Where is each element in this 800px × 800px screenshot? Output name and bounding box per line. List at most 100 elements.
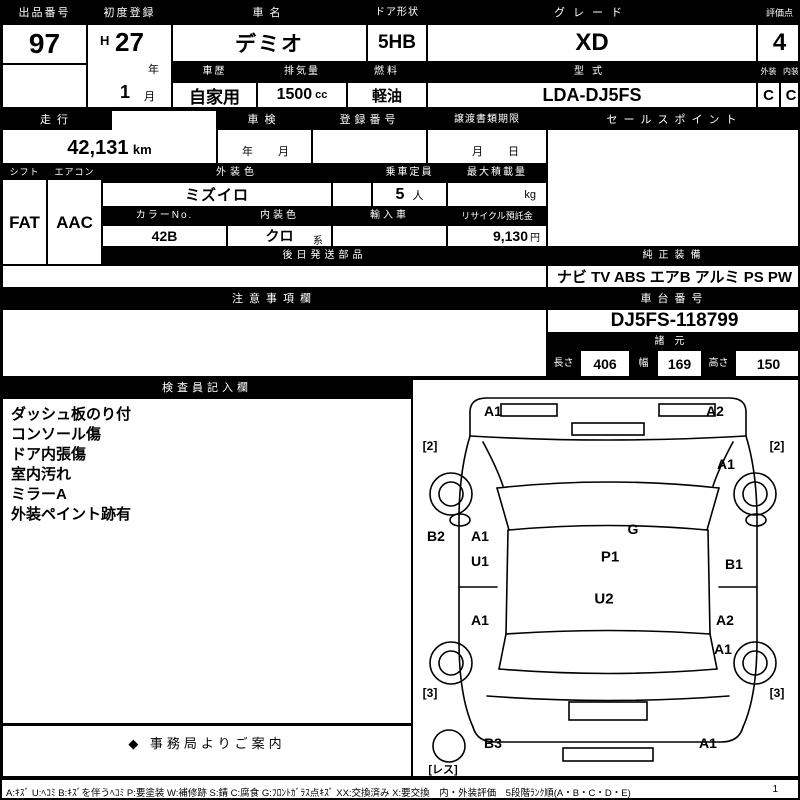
- fuel-label: 燃料: [347, 62, 427, 82]
- height-value: 150: [735, 350, 798, 377]
- shift-value: FAT: [9, 212, 40, 232]
- lot-stamp-area: [2, 64, 87, 108]
- lot-number-label: 出品番号: [2, 2, 87, 24]
- exterior-color-value: ミズイロ: [102, 182, 332, 207]
- interior-score-value: C: [780, 82, 798, 108]
- exterior-score-label: 外装: [757, 62, 780, 82]
- section-divider: [2, 107, 798, 110]
- inspection-expiry-cell: 車検 年 月: [217, 110, 312, 164]
- door-shape-label: ドア形状: [367, 2, 427, 24]
- later-parts-area: [2, 265, 547, 288]
- damage-mark: [2]: [422, 439, 438, 453]
- equipment-label: 純正装備: [547, 247, 798, 265]
- sales-point-cell: セールスポイント: [547, 110, 798, 247]
- registration-number-label: 登録番号: [312, 110, 427, 130]
- damage-mark: B2: [427, 528, 445, 544]
- aircon-label: エアコン: [47, 164, 102, 180]
- import-car-cell: [332, 225, 447, 247]
- color-number-label: カラーNo.: [102, 207, 227, 225]
- car-name-label: 車名: [172, 2, 367, 24]
- damage-mark: A1: [717, 456, 735, 472]
- damage-mark: A2: [716, 612, 734, 628]
- inspector-note: ダッシュ板のり付: [11, 406, 132, 423]
- recycle-deposit-cell: 9,130 円: [447, 225, 547, 247]
- recycle-deposit-label: リサイクル預託金: [447, 207, 547, 225]
- damage-mark: A1: [471, 528, 489, 544]
- mileage-unit: km: [132, 142, 152, 157]
- inspector-note: 外装ペイント跡有: [11, 506, 132, 523]
- grade-value: XD: [427, 24, 757, 62]
- width-label: 幅: [630, 350, 657, 377]
- transfer-month-unit: 月: [472, 146, 483, 158]
- displacement-unit: cc: [315, 89, 328, 101]
- damage-mark: U2: [594, 590, 614, 608]
- first-reg-era: H: [100, 33, 110, 48]
- height-label: 高さ: [702, 350, 735, 377]
- mileage-value-wrap: 42,131 km: [3, 137, 216, 160]
- first-reg-month: 1: [120, 82, 131, 102]
- inspector-note: ドア内張傷: [11, 446, 87, 463]
- mileage-label: 走行: [2, 110, 112, 130]
- damage-mark: B1: [725, 556, 743, 572]
- later-parts-label: 後日発送部品: [102, 247, 547, 265]
- inspection-month-unit: 月: [278, 146, 289, 158]
- score-label: 評価点: [757, 2, 798, 24]
- first-registration-cell: H 27 年 1 月: [87, 24, 172, 108]
- first-reg-year: 27: [115, 27, 144, 57]
- capacity-value: 5: [395, 185, 405, 203]
- recycle-deposit-value: 9,130: [492, 228, 528, 244]
- damage-legend: A:ｷｽﾞ U:ﾍｺﾐ B:ｷｽﾞを伴うﾍｺﾐ P:要塗装 W:補修跡 S:錆 …: [6, 788, 631, 799]
- equipment-value: ナビ TV ABS エアB アルミ PS PW: [547, 265, 798, 288]
- displacement-value: 1500: [276, 86, 313, 103]
- damage-mark: A1: [471, 612, 489, 628]
- exterior-score-value: C: [757, 82, 780, 108]
- chassis-number-label: 車台番号: [547, 290, 798, 309]
- capacity-cell: 5 人: [372, 182, 447, 207]
- inspection-year-unit: 年: [242, 146, 253, 158]
- interior-score-label: 内装: [780, 62, 798, 82]
- history-value: 自家用: [172, 82, 257, 108]
- caution-notes-area: [2, 309, 547, 377]
- max-load-unit: kg: [447, 182, 547, 207]
- dimensions-label: 諸元: [547, 333, 798, 350]
- shift-label: シフト: [2, 164, 47, 180]
- damage-mark: A2: [706, 403, 724, 419]
- color-number-value: 42B: [102, 225, 227, 247]
- aircon-value: AAC: [56, 212, 93, 232]
- section-divider: [2, 376, 798, 379]
- damage-mark: [2]: [769, 439, 785, 453]
- first-registration-label: 初度登録: [87, 2, 172, 24]
- damage-mark: A1: [699, 735, 717, 751]
- damage-diagram: A1 A2 [2] [2] A1 B2 A1 U1 G P1 B1 U2 A1 …: [412, 379, 798, 777]
- mileage-value: 42,131: [67, 137, 129, 159]
- model-code-value: LDA-DJ5FS: [427, 82, 757, 108]
- damage-mark: P1: [600, 548, 620, 566]
- inspection-expiry-label: 車検: [217, 110, 312, 130]
- recycle-deposit-unit: 円: [530, 232, 540, 244]
- interior-color-label: 内装色: [227, 207, 332, 225]
- damage-mark: B3: [484, 735, 502, 751]
- displacement-label: 排気量: [257, 62, 347, 82]
- car-top-view-drawing: [429, 397, 777, 763]
- length-value: 406: [580, 350, 630, 377]
- damage-mark: [3]: [422, 686, 438, 700]
- interior-color-value: クロ: [265, 228, 294, 244]
- first-reg-month-unit: 月: [144, 91, 155, 103]
- aircon-cell: エアコン AAC: [47, 164, 102, 265]
- import-car-label: 輸入車: [332, 207, 447, 225]
- length-label: 長さ: [547, 350, 580, 377]
- lot-number-value: 97: [2, 24, 87, 64]
- office-notice-label: ◆ 事務局よりご案内: [2, 724, 412, 777]
- exterior-color-label: 外装色: [102, 164, 372, 182]
- inspector-notes-label: 検査員記入欄: [2, 379, 412, 398]
- interior-color-unit: 系: [313, 236, 323, 247]
- transfer-deadline-label: 譲渡書類期限: [427, 110, 547, 130]
- grade-label: グレード: [427, 2, 757, 24]
- displacement-cell: 1500 cc: [257, 82, 347, 108]
- inspector-notes-area: ダッシュ板のり付 コンソール傷 ドア内張傷 室内汚れ ミラーA 外装ペイント跡有: [2, 398, 412, 724]
- inspector-note: ミラーA: [11, 486, 67, 503]
- transfer-deadline-cell: 譲渡書類期限 月 日: [427, 110, 547, 164]
- damage-mark: U1: [471, 553, 489, 569]
- mileage-cell: 走行 42,131 km: [2, 110, 217, 164]
